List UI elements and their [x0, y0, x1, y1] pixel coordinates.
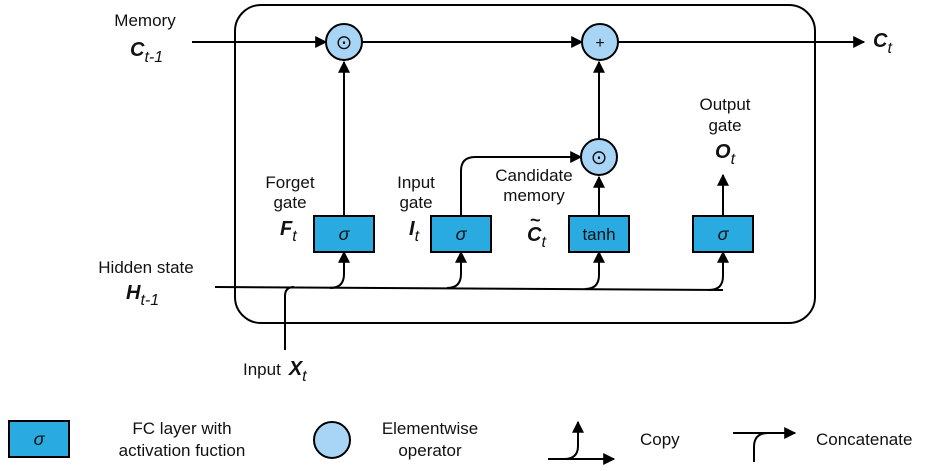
- output-gate-label-line1: Output: [699, 95, 750, 114]
- legend-copy-label: Copy: [640, 430, 680, 449]
- output-gate-activation: σ: [718, 224, 730, 244]
- memory-symbol: Ct-1: [130, 39, 163, 66]
- input-gate-symbol: It: [409, 218, 420, 245]
- to-output-gate-arrow: [708, 250, 729, 291]
- legend-copy-branch: [563, 420, 584, 460]
- lstm-cell-frame: [234, 4, 816, 324]
- forget-gate-sub: t: [292, 228, 297, 245]
- forget-gate-letter: F: [280, 218, 293, 240]
- output-memory-sub: t: [887, 40, 892, 57]
- forget-gate-label: Forget gate Ft: [265, 173, 314, 245]
- forget-gate-activation: σ: [339, 224, 351, 244]
- output-gate-box: σ: [692, 215, 754, 253]
- forget-multiply-operator: ⊙: [325, 23, 363, 61]
- to-input-gate-arrow: [446, 250, 467, 289]
- legend: σ FC layer with activation fuction Eleme…: [8, 419, 912, 465]
- forget-gate-label-line2: gate: [273, 193, 306, 212]
- legend-fc-label-line2: activation fuction: [119, 441, 246, 460]
- hidden-state-letter: H: [126, 282, 141, 304]
- legend-concatenate: Concatenate: [733, 427, 912, 462]
- output-memory-letter: C: [873, 30, 888, 52]
- legend-elementwise-label-line1: Elementwise: [382, 419, 478, 438]
- input-x-label: Input Xt: [243, 358, 307, 385]
- legend-concatenate-label: Concatenate: [816, 430, 912, 449]
- legend-fc-box: [8, 420, 70, 458]
- hidden-state-line: [214, 286, 724, 291]
- output-gate-symbol: Ot: [715, 141, 736, 168]
- output-gate-label: Output gate Ot: [699, 95, 750, 168]
- forget-gate-symbol: Ft: [280, 218, 297, 245]
- output-memory-symbol: Ct: [873, 30, 892, 57]
- input-x-line: [284, 286, 295, 350]
- candidate-memory-tilde: ~: [530, 210, 541, 230]
- input-multiply-operator: ⊙: [580, 138, 618, 176]
- input-gate-box: σ: [430, 215, 492, 253]
- candidate-memory-sub: t: [541, 234, 546, 251]
- hidden-state-sub: t-1: [140, 292, 159, 309]
- candidate-memory-label-line2: memory: [503, 186, 565, 205]
- add-symbol: +: [595, 35, 604, 52]
- input-x-text: Input: [243, 360, 281, 379]
- memory-label: Memory Ct-1: [114, 11, 176, 66]
- input-x-sub: t: [302, 368, 307, 385]
- legend-fc-label-line1: FC layer with: [132, 419, 231, 438]
- candidate-memory-letter: C: [527, 224, 542, 246]
- memory-symbol-letter: C: [130, 39, 145, 61]
- add-circle: [581, 23, 619, 61]
- hidden-state-label: Hidden state Ht-1: [98, 258, 193, 309]
- legend-elementwise-circle: [313, 421, 351, 459]
- forget-multiply-symbol: ⊙: [336, 32, 353, 54]
- input-gate-label-line2: gate: [399, 193, 432, 212]
- to-forget-arrow: [329, 250, 350, 289]
- candidate-memory-rect: [568, 215, 630, 253]
- input-gate-arrow: [460, 151, 583, 215]
- candidate-memory-activation: tanh: [582, 225, 615, 244]
- legend-elementwise: Elementwise operator: [313, 419, 478, 460]
- forget-gate-box: σ: [313, 215, 375, 253]
- input-gate-sub: t: [415, 228, 420, 245]
- candidate-memory-label-line1: Candidate: [495, 166, 573, 185]
- output-gate-label-line2: gate: [708, 116, 741, 135]
- input-gate-activation: σ: [456, 224, 468, 244]
- output-gate-rect: [692, 215, 754, 253]
- output-gate-sub: t: [731, 151, 736, 168]
- hidden-state-symbol: Ht-1: [126, 282, 159, 309]
- forget-gate-rect: [313, 215, 375, 253]
- input-gate-label: Input gate It: [397, 173, 435, 245]
- input-gate-label-line1: Input: [397, 173, 435, 192]
- candidate-memory-box: tanh: [568, 215, 630, 253]
- forget-gate-label-line1: Forget: [265, 173, 314, 192]
- add-operator: +: [581, 23, 619, 61]
- legend-copy: Copy: [548, 420, 680, 465]
- input-multiply-circle: [580, 138, 618, 176]
- candidate-memory-label: Candidate memory ~ Ct: [495, 166, 573, 251]
- output-gate-letter: O: [715, 141, 731, 163]
- memory-label-text: Memory: [114, 11, 176, 30]
- to-candidate-arrow: [584, 250, 605, 290]
- input-gate-rect: [430, 215, 492, 253]
- candidate-memory-symbol: Ct: [527, 224, 546, 251]
- legend-elementwise-label-line2: operator: [398, 441, 462, 460]
- input-x-letter: X: [288, 358, 304, 380]
- legend-fc-layer: σ FC layer with activation fuction: [8, 419, 246, 460]
- legend-concatenate-branch: [753, 432, 769, 462]
- input-multiply-symbol: ⊙: [591, 147, 608, 169]
- input-gate-letter: I: [409, 218, 415, 240]
- forget-multiply-circle: [325, 23, 363, 61]
- legend-fc-symbol: σ: [34, 429, 46, 449]
- hidden-state-label-text: Hidden state: [98, 258, 193, 277]
- memory-symbol-sub: t-1: [144, 49, 163, 66]
